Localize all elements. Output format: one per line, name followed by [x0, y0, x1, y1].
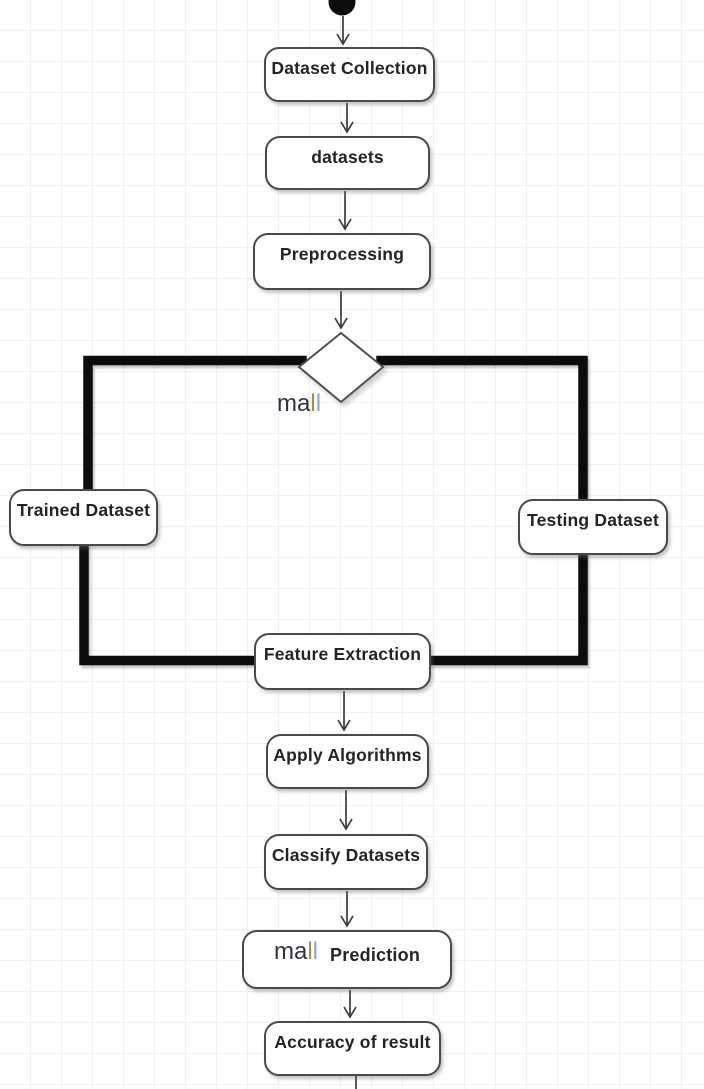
node-label: Trained Dataset: [16, 500, 151, 520]
node-feature-extraction[interactable]: Feature Extraction: [254, 633, 431, 690]
node-testing-dataset[interactable]: Testing Dataset: [518, 499, 668, 555]
connector-testing-to-feature-extraction[interactable]: [426, 551, 588, 666]
node-preprocessing[interactable]: Preprocessing: [253, 233, 431, 290]
watermark-text: ma: [277, 390, 311, 417]
arrowhead: [338, 218, 352, 231]
connector-trained-to-feature-extraction[interactable]: [79, 541, 261, 666]
node-label: Feature Extraction: [263, 644, 422, 664]
node-accuracy-of-result[interactable]: Accuracy of result: [264, 1021, 441, 1076]
watermark-text: l: [307, 938, 313, 965]
arrowhead: [340, 915, 354, 928]
node-label: Apply Algorithms: [273, 745, 422, 765]
node-datasets[interactable]: datasets: [265, 136, 430, 190]
node-dataset-collection[interactable]: Dataset Collection: [264, 47, 435, 102]
arrowhead: [336, 33, 350, 46]
branch-connectors: [79, 355, 588, 666]
prediction-watermark-label: mall: [274, 940, 318, 964]
node-apply-algorithms[interactable]: Apply Algorithms: [266, 734, 429, 789]
connector-decision-to-testing[interactable]: [376, 355, 588, 504]
node-prediction[interactable]: mall Prediction: [242, 930, 452, 989]
node-label: Dataset Collection: [271, 58, 428, 78]
decision-node[interactable]: [297, 331, 385, 404]
flow-arrows: [334, 16, 357, 1089]
watermark-text: l: [310, 390, 316, 417]
node-label: Preprocessing: [279, 244, 405, 264]
start-node[interactable]: [328, 0, 356, 16]
arrowhead: [339, 818, 353, 831]
arrowhead: [337, 719, 351, 732]
node-trained-dataset[interactable]: Trained Dataset: [9, 489, 158, 546]
watermark-text: ma: [273, 938, 308, 965]
node-label: datasets: [311, 147, 384, 167]
arrowhead: [334, 317, 348, 330]
node-label: Classify Datasets: [271, 845, 421, 865]
arrowhead: [340, 121, 354, 134]
node-label: Prediction: [330, 945, 421, 965]
prediction-inner: mall Prediction: [274, 940, 420, 966]
watermark-text: l: [312, 938, 318, 965]
watermark-text: l: [315, 390, 322, 417]
arrowhead: [343, 1006, 357, 1019]
node-label: Accuracy of result: [274, 1032, 431, 1052]
node-classify-datasets[interactable]: Classify Datasets: [264, 834, 428, 890]
decision-watermark-label: mall: [277, 392, 321, 416]
connector-decision-to-trained[interactable]: [83, 355, 307, 492]
node-label: Testing Dataset: [526, 510, 659, 530]
